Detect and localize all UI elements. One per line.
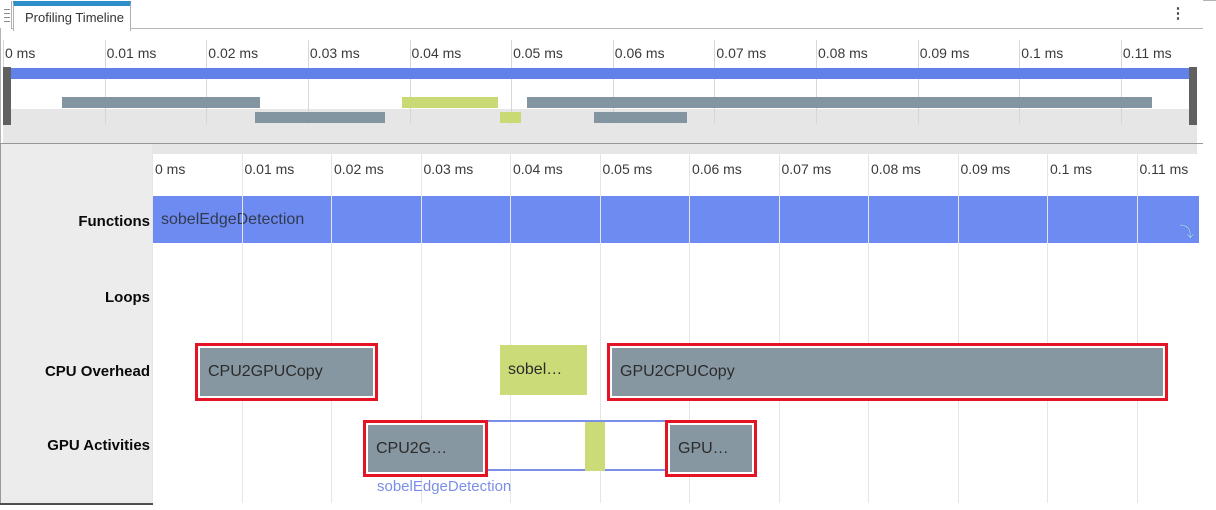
gpu-activity-bar-gpu[interactable]: GPU… (665, 420, 757, 477)
gridline (599, 146, 601, 503)
row-label-functions: Functions (78, 213, 150, 230)
gpu-activity-bar-cpu2g[interactable]: CPU2G… (363, 420, 488, 477)
row-label-sidebar (0, 144, 152, 503)
ruler-label: 0.07 ms (781, 161, 832, 177)
ruler-label: 0.03 ms (423, 161, 474, 177)
drag-handle-icon (4, 9, 10, 22)
gridline (241, 146, 243, 503)
ruler-label: 0.04 ms (513, 161, 563, 177)
ruler-label: 0.08 ms (818, 45, 868, 61)
overview-left-handle[interactable] (3, 67, 11, 125)
ruler-label: 0.04 ms (411, 45, 462, 61)
overview-bar-cpu_overhead (402, 97, 498, 108)
gridline (816, 40, 817, 124)
ruler-label: 0.03 ms (309, 45, 360, 61)
ruler-label: 0.05 ms (602, 161, 653, 177)
gpu-activity-bar-segment[interactable] (585, 422, 605, 471)
panel-bottom-border (0, 503, 153, 505)
tab-profiling-timeline[interactable]: Profiling Timeline (13, 1, 131, 31)
gridline (1120, 40, 1122, 124)
ruler-label: 0 ms (5, 45, 36, 61)
gridline (714, 40, 716, 124)
ruler-label: 0.07 ms (716, 45, 767, 61)
ruler-label: 0.09 ms (960, 161, 1011, 177)
ruler-label: 0.11 ms (1139, 161, 1189, 177)
tab-bar: Profiling Timeline ⋮ (0, 0, 1203, 31)
ruler-label: 0.1 ms (1050, 161, 1093, 177)
ruler-label: 0.05 ms (513, 45, 563, 61)
gridline (1136, 146, 1138, 503)
overview-bar-gpu_activities (594, 112, 687, 123)
gridline (957, 146, 959, 503)
gridline (868, 146, 869, 503)
ruler-label: 0.09 ms (919, 45, 970, 61)
gridline (612, 40, 614, 124)
gridline (104, 40, 106, 124)
gridline (1019, 40, 1021, 124)
ruler-label: 0.11 ms (1122, 45, 1172, 61)
overview-bar-gpu_activities (500, 112, 521, 123)
gridline (331, 146, 332, 503)
row-label-gpu-activities: GPU Activities (47, 437, 150, 454)
gridline (689, 146, 690, 503)
functions-bar-label: sobelEdgeDetection (161, 210, 305, 228)
gridline (420, 146, 422, 503)
panel-drag-handle[interactable] (1, 1, 12, 29)
cpu-overhead-bar-gpu2cpucopy[interactable]: GPU2CPUCopy (607, 343, 1168, 401)
main-panel-top-border (0, 143, 1203, 144)
kebab-menu-icon[interactable]: ⋮ (1170, 5, 1186, 22)
gridline (510, 146, 511, 503)
curved-arrow-down-icon: ⤵ (1178, 224, 1194, 241)
ruler-label: 0.1 ms (1021, 45, 1064, 61)
ruler-label: 0 ms (155, 161, 186, 177)
overview-right-handle[interactable] (1189, 67, 1197, 125)
gridline (1047, 146, 1048, 503)
ruler-label: 0.01 ms (106, 45, 157, 61)
ruler-label: 0.02 ms (334, 161, 384, 177)
gridline (307, 40, 309, 124)
gridline (206, 40, 208, 124)
ruler-label: 0.06 ms (614, 45, 665, 61)
overview-functions-bar (11, 68, 1189, 79)
gpu-span-label: sobelEdgeDetection (377, 478, 512, 495)
row-label-cpu-overhead: CPU Overhead (44, 363, 150, 380)
ruler-label: 0.06 ms (692, 161, 742, 177)
gridline (917, 40, 919, 124)
functions-bar-sobeledgedetection[interactable]: sobelEdgeDetection ⤵ (152, 196, 1199, 243)
gridline (409, 40, 411, 124)
gridline (152, 146, 153, 503)
overview-bar-gpu_activities (255, 112, 385, 123)
overview-bar-cpu_overhead (62, 97, 260, 108)
gridline (778, 146, 780, 503)
cpu-overhead-bar-cpu2gpucopy[interactable]: CPU2GPUCopy (195, 343, 378, 401)
ruler-label: 0.01 ms (244, 161, 295, 177)
overview-bar-cpu_overhead (527, 97, 1152, 108)
tab-label: Profiling Timeline (25, 10, 124, 25)
ruler-label: 0.08 ms (871, 161, 921, 177)
row-label-loops: Loops (105, 289, 150, 306)
cpu-overhead-bar-sobel[interactable]: sobel… (500, 345, 587, 395)
gridline (511, 40, 513, 124)
ruler-label: 0.02 ms (208, 45, 259, 61)
